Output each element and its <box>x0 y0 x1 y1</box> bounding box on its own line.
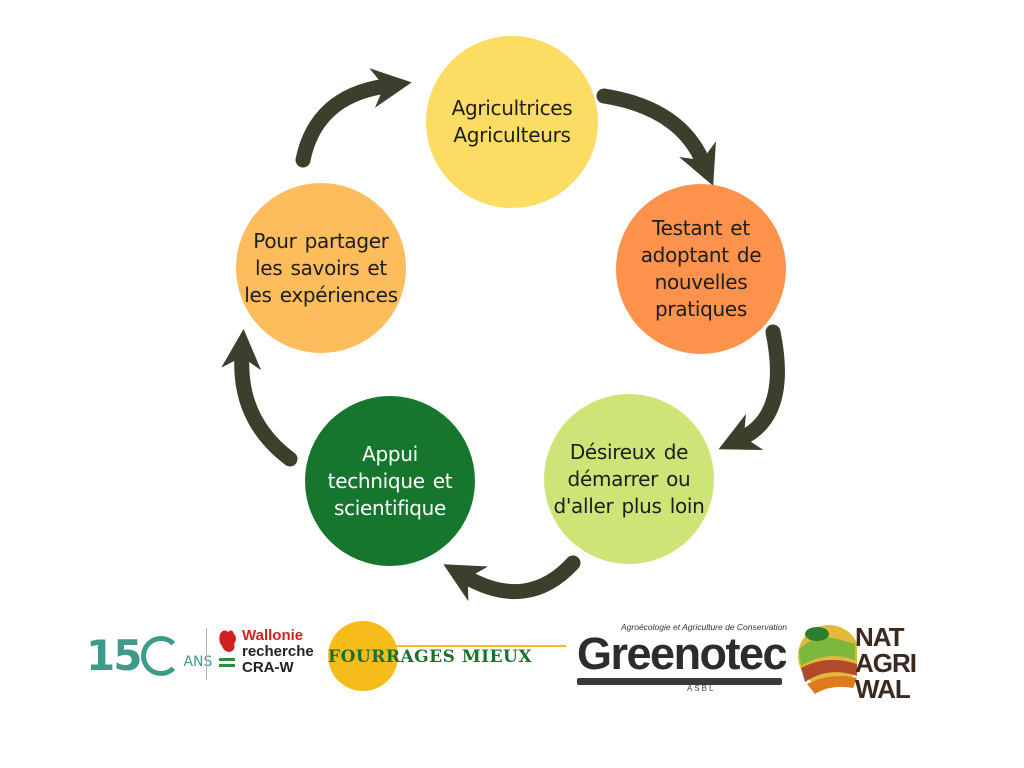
sun-disc-icon <box>328 621 398 691</box>
agri-label: AGRI <box>855 648 917 678</box>
landscape-icon <box>798 625 857 694</box>
logo-divider <box>206 628 207 680</box>
recherche-label: recherche <box>242 643 314 660</box>
node-label: Testant et adoptant de nouvelles pratiqu… <box>640 216 762 321</box>
soil-strip-icon <box>577 678 782 685</box>
fourrages-mieux-logo: FOURRAGES MIEUX <box>328 621 568 691</box>
node-partager: Pour partager les savoirs et les expérie… <box>236 183 406 353</box>
greenotec-name: Greenotec <box>577 628 788 679</box>
nat-label: NAT <box>855 622 905 652</box>
cra-150-ans-logo: 15 ANS <box>86 630 212 680</box>
cra-150-number: 15 <box>86 630 142 680</box>
cra-150-suffix: ANS <box>183 654 213 670</box>
node-appui: Appui technique et scientifique <box>305 396 475 566</box>
fourrages-mieux-name: FOURRAGES MIEUX <box>328 647 533 667</box>
node-label: Appui technique et scientifique <box>327 441 453 520</box>
cra-150-zero-icon <box>141 636 182 676</box>
fourrages-line <box>380 645 566 647</box>
greenotec-asbl: ASBL <box>687 684 716 693</box>
greenotec-logo: Agroécologie et Agriculture de Conservat… <box>577 622 788 693</box>
arrow-top-to-right <box>596 88 716 186</box>
arrow-left-to-top <box>295 68 412 168</box>
arrow-right-to-bottom-right <box>718 324 785 450</box>
cra-w-label: CRA-W <box>242 659 294 676</box>
wal-label: WAL <box>855 674 911 704</box>
node-desireux: Désireux de démarrer ou d'aller plus loi… <box>544 394 714 564</box>
node-label: Désireux de démarrer ou d'aller plus loi… <box>553 439 705 518</box>
node-label: Agricultrices Agriculteurs <box>451 96 573 147</box>
node-agriculteurs: Agricultrices Agriculteurs <box>426 36 598 208</box>
wallonie-recherche-logo: Wallonie recherche CRA-W <box>216 628 314 676</box>
greenotec-tagline: Agroécologie et Agriculture de Conservat… <box>621 622 788 632</box>
node-label: Pour partager les savoirs et les expérie… <box>244 228 398 307</box>
node-testant: Testant et adoptant de nouvelles pratiqu… <box>616 184 786 354</box>
rooster-icon <box>219 630 236 667</box>
arrow-bottom-left-to-left <box>221 329 298 467</box>
natagriwal-logo: NAT AGRI WAL <box>797 610 921 702</box>
wallonie-label: Wallonie <box>242 627 304 644</box>
arrow-bottom-right-to-bottom-left <box>443 555 581 602</box>
